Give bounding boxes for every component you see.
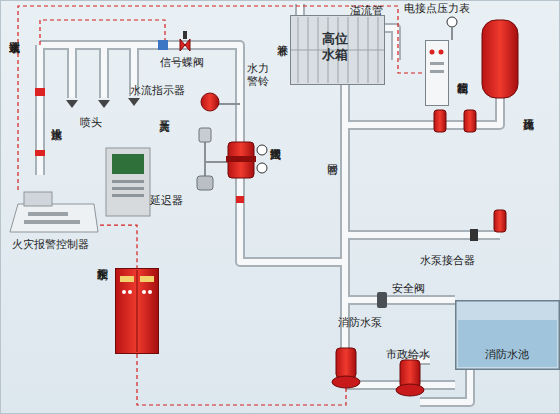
butterfly-valve [180,39,190,51]
stabilizer-control-box: 稳压控制箱 [425,40,449,106]
pressure-tank [482,20,518,98]
panel-keys [112,180,144,197]
gauge [257,163,267,173]
signal-connector [18,6,425,190]
part-label: 市政给水 [386,348,430,361]
part-label: 溢流管 [350,4,383,17]
box-shape [425,40,449,106]
pipe-outline [40,4,500,402]
check-valve [470,229,478,241]
drain-valve [35,150,45,156]
node-label: 火灾报警控制器 [12,238,89,252]
valve-stem [183,31,187,39]
pipe-body [40,4,500,402]
safety-valve [377,292,387,308]
part-label: 安全阀 [392,282,425,295]
flow-indicator [158,40,168,50]
part-label: 电接点压力表 [404,2,470,15]
stabilizer-pump [434,110,476,132]
panel-screen [112,154,144,174]
part-label: 信号蝶阀 [160,56,204,69]
valve-flange [226,156,256,162]
contact-gauge [447,17,457,27]
switch-pipe [205,161,228,163]
pump-control-cabinet: 水泵控制柜 [115,268,159,354]
test-valve [35,88,45,96]
part-label: 延迟器 [150,194,183,207]
node-label: 消防水池 [485,348,529,362]
console-shape [8,190,100,234]
part-label: 消防水泵 [338,316,382,329]
gate-valve [236,196,244,203]
pump-adapter [494,210,506,232]
part-label: 喷头 [80,116,102,129]
alarm-panel [106,148,150,216]
cabinet-shape [115,268,159,354]
alarm-controller: 火灾报警控制器 [8,190,100,234]
signal-wire [40,20,165,45]
fire-water-pool: 消防水池 [455,300,560,370]
control-wire [137,354,346,405]
gauge-pipe [451,27,453,40]
high-water-tank: 高位水箱 [290,15,385,85]
signal-connector [100,225,137,268]
alarm-gong [201,93,219,111]
sprinkler-head [66,98,140,108]
gauge [257,145,267,155]
retard-chamber [197,176,213,190]
node-label: 高位水箱 [320,31,350,63]
part-label: 水力警铃 [247,62,271,88]
part-label: 水流指示器 [130,84,185,97]
pressure-switch [199,128,211,142]
part-label: 水泵接合器 [420,254,475,267]
